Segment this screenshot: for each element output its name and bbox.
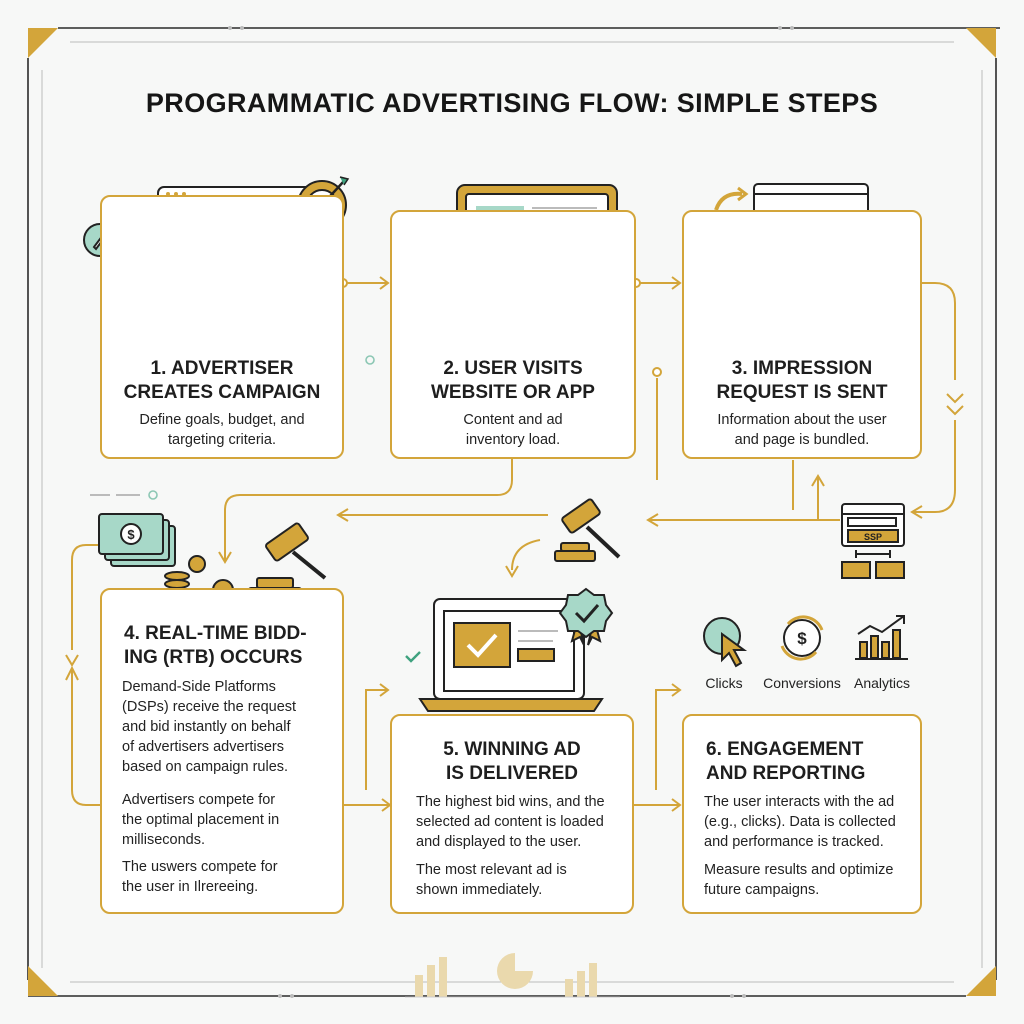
conversions-icon xyxy=(783,619,821,657)
ssp-label: SSP xyxy=(864,532,882,542)
clicks-label: Clicks xyxy=(705,675,743,691)
step-1-desc-line1: Define goals, budget, and xyxy=(139,412,305,428)
step-1-heading-line1: 1. ADVERTISER xyxy=(150,358,294,379)
step-3-heading-line2: REQUEST IS SENT xyxy=(716,382,888,403)
conversions-label: Conversions xyxy=(763,675,841,691)
step-6-card: 6. ENGAGEMENT AND REPORTING The user int… xyxy=(682,714,922,914)
analytics-icon xyxy=(859,641,868,659)
engagement-icons: $ xyxy=(703,615,908,668)
step-3-heading-line1: 3. IMPRESSION xyxy=(731,358,873,379)
bidding-illustration: $ xyxy=(98,513,327,601)
flow-connectors xyxy=(65,276,964,812)
corner-top-right xyxy=(966,28,996,58)
step-3-card: 3. IMPRESSION REQUEST IS SENT Informatio… xyxy=(682,210,922,459)
step-6-heading-line1: 6. ENGAGEMENT xyxy=(706,739,864,760)
step-2-card: 2. USER VISITS WEBSITE OR APP Content an… xyxy=(390,210,636,459)
page-title: PROGRAMMATIC ADVERTISING FLOW: SIMPLE ST… xyxy=(145,88,879,118)
step-1-card: 1. ADVERTISER CREATES CAMPAIGN Define go… xyxy=(100,195,344,459)
step-6-paragraph-2: Measure results and optimize future camp… xyxy=(704,862,894,898)
step-5-paragraph-2: The most relevant ad is shown immediatel… xyxy=(416,862,567,898)
step-4-heading-line2: ING (RTB) OCCURS xyxy=(124,647,303,668)
analytics-label: Analytics xyxy=(853,675,911,691)
step-3-desc-line1: Information about the user xyxy=(717,412,887,428)
step-4-heading-line1: 4. REAL-TIME BIDD- xyxy=(124,623,307,644)
winning-ad-laptop xyxy=(418,587,614,712)
step-1-desc-line2: targeting criteria. xyxy=(168,432,276,448)
step-2-desc-line1: Content and ad xyxy=(463,412,563,428)
step-4-paragraph-1: Demand-Side Platforms (DSPs) receive the… xyxy=(122,679,297,775)
step-4-paragraph-3: The uswers compete for the user in Ilrer… xyxy=(122,859,278,895)
step-5-heading-line1: 5. WINNING AD xyxy=(443,739,581,760)
step-2-heading-line1: 2. USER VISITS xyxy=(443,358,583,379)
step-4-card: 4. REAL-TIME BIDD- ING (RTB) OCCURS Dema… xyxy=(100,588,344,914)
ssp-server-icon: SSP xyxy=(841,503,905,579)
step-5-card: 5. WINNING AD IS DELIVERED The highest b… xyxy=(390,714,634,914)
auction-gavel-icon xyxy=(554,498,621,562)
footer-decoration xyxy=(405,953,620,998)
step-2-desc-line2: inventory load. xyxy=(465,432,561,448)
step-5-heading-line2: IS DELIVERED xyxy=(446,763,578,784)
svg-text:$: $ xyxy=(797,629,807,648)
corner-top-left xyxy=(28,28,58,58)
corner-bottom-left xyxy=(28,966,58,996)
step-2-heading-line2: WEBSITE OR APP xyxy=(431,382,595,403)
step-6-paragraph-1: The user interacts with the ad (e.g., cl… xyxy=(704,794,896,850)
step-6-heading-line2: AND REPORTING xyxy=(706,763,866,784)
step-5-paragraph-1: The highest bid wins, and the selected a… xyxy=(416,794,605,850)
svg-text:$: $ xyxy=(127,527,135,542)
step-3-desc-line2: and page is bundled. xyxy=(734,432,870,448)
corner-bottom-right xyxy=(966,966,996,996)
step-1-heading-line2: CREATES CAMPAIGN xyxy=(123,382,321,403)
step-4-paragraph-2: Advertisers compete for the optimal plac… xyxy=(122,792,280,848)
